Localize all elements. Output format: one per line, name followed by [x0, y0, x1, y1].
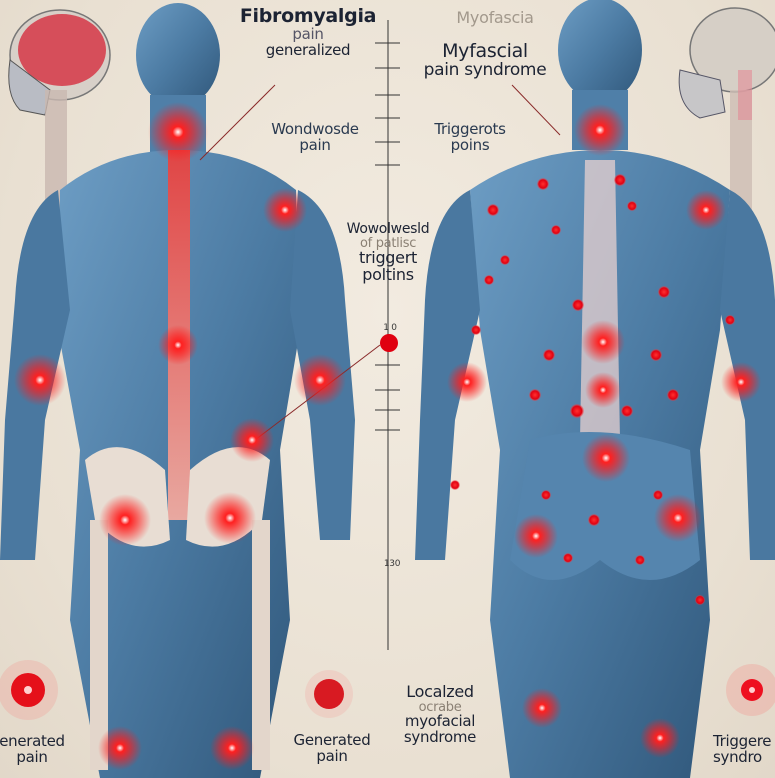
legend-generalized-pain-left: enerated pain: [0, 732, 65, 766]
legend-localized-myofascial: Localzed ocrabe myofacial syndrome: [403, 682, 477, 747]
scale-value-bottom: 130: [383, 559, 401, 569]
skull-right: [678, 7, 775, 260]
legend-markers: [0, 334, 775, 720]
label-center-trigger-points: Wowolwesld of patlisc triggert poltins: [346, 221, 430, 285]
label-fibromyalgia: Fibromyalgia pain generalized: [239, 5, 377, 59]
label-trigger-points: Triggerots poins: [434, 120, 506, 154]
generalized-pain-points: [14, 102, 346, 770]
fibromyalgia-figure: [0, 3, 355, 778]
legend-trigger-syndrome: Triggere syndro: [713, 732, 772, 766]
trigger-points: [447, 104, 761, 758]
label-myofascia-faded: Myofascia: [456, 8, 534, 27]
scale-value-top: 1 0: [383, 323, 397, 333]
legend-generalized-pain: Generated pain: [293, 731, 371, 765]
label-myofascial-pain-syndrome: Myfascial pain syndrome: [423, 40, 547, 80]
label-widespread-pain: Wondwosde pain: [271, 120, 359, 154]
